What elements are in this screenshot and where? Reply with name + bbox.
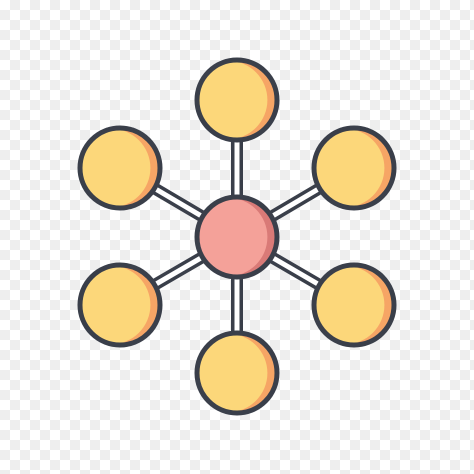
satellite-node-upper-left (77, 125, 163, 211)
satellite-node-upper-right (311, 125, 397, 211)
satellite-node-lower-left (77, 262, 163, 348)
hub-node (194, 194, 280, 280)
satellite-node-top (194, 57, 280, 143)
satellite-node-bottom (194, 330, 280, 416)
hub-circle (194, 194, 280, 280)
satellite-node-lower-right (311, 262, 397, 348)
satellite-nodes (77, 57, 397, 416)
